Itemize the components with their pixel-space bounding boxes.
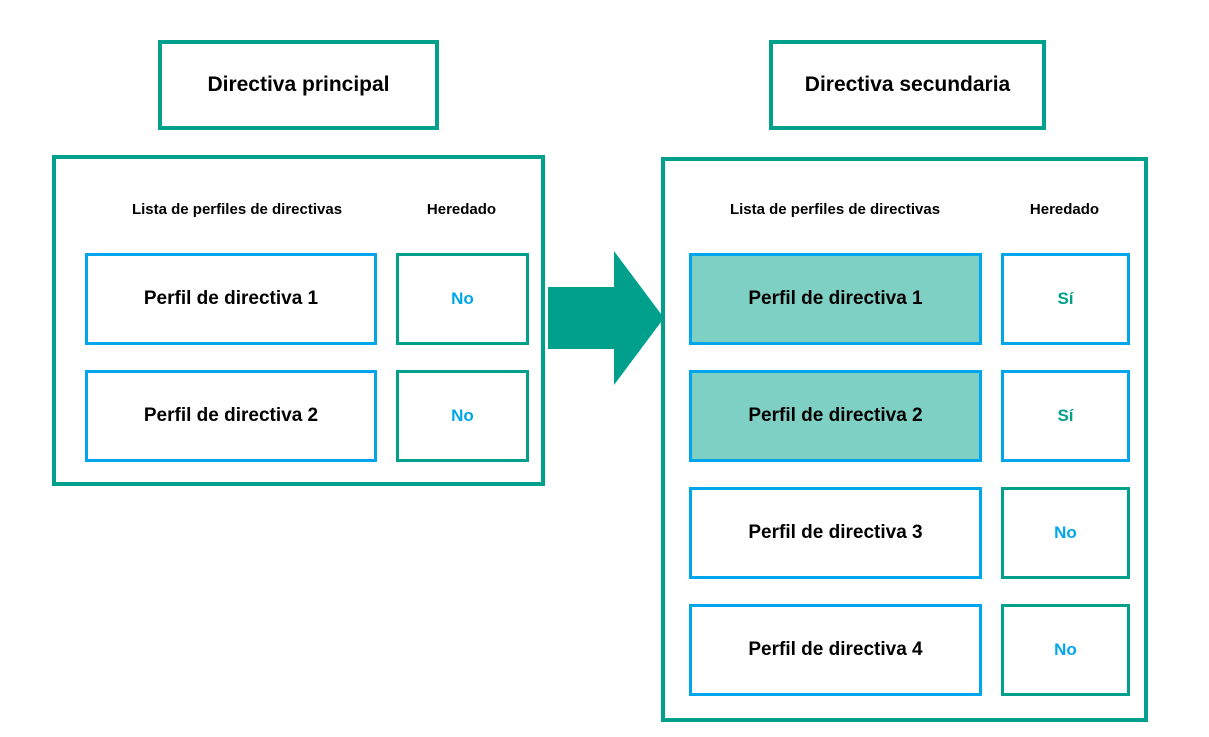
secondary-column-headers: Lista de perfiles de directivas Heredado [665, 201, 1144, 223]
secondary-inherited-label-4: No [1054, 640, 1077, 659]
secondary-profile-box-3[interactable]: Perfil de directiva 3 [689, 487, 982, 579]
primary-column-header-profile-list: Lista de perfiles de directivas [131, 201, 343, 218]
secondary-column-header-profile-list: Lista de perfiles de directivas [729, 201, 941, 218]
secondary-profile-label-4: Perfil de directiva 4 [748, 639, 923, 660]
primary-column-header-inherited: Heredado [426, 201, 497, 218]
secondary-policy-title-text: Directiva secundaria [804, 73, 1011, 96]
secondary-policy-title-box: Directiva secundaria [769, 40, 1046, 130]
primary-inherited-label-2: No [451, 406, 474, 425]
secondary-inherited-label-3: No [1054, 523, 1077, 542]
secondary-inherited-label-1: Sí [1057, 289, 1074, 308]
secondary-inherited-label-2: Sí [1057, 406, 1074, 425]
secondary-inherited-box-3[interactable]: No [1001, 487, 1130, 579]
secondary-inherited-box-1[interactable]: Sí [1001, 253, 1130, 345]
secondary-profile-label-2: Perfil de directiva 2 [748, 405, 923, 426]
primary-inherited-box-2[interactable]: No [396, 370, 529, 462]
primary-inherited-box-1[interactable]: No [396, 253, 529, 345]
primary-profile-box-1[interactable]: Perfil de directiva 1 [85, 253, 377, 345]
primary-column-headers: Lista de perfiles de directivas Heredado [56, 201, 541, 223]
primary-profile-label-1: Perfil de directiva 1 [143, 288, 319, 309]
secondary-profile-box-2[interactable]: Perfil de directiva 2 [689, 370, 982, 462]
primary-profile-box-2[interactable]: Perfil de directiva 2 [85, 370, 377, 462]
secondary-profile-box-4[interactable]: Perfil de directiva 4 [689, 604, 982, 696]
secondary-policy-panel: Lista de perfiles de directivas Heredado… [661, 157, 1148, 722]
primary-policy-panel: Lista de perfiles de directivas Heredado… [52, 155, 545, 486]
secondary-inherited-box-2[interactable]: Sí [1001, 370, 1130, 462]
secondary-profile-box-1[interactable]: Perfil de directiva 1 [689, 253, 982, 345]
primary-policy-title-text: Directiva principal [207, 73, 390, 96]
secondary-profile-label-1: Perfil de directiva 1 [748, 288, 923, 309]
primary-policy-title-box: Directiva principal [158, 40, 439, 130]
primary-profile-label-2: Perfil de directiva 2 [143, 405, 319, 426]
secondary-inherited-box-4[interactable]: No [1001, 604, 1130, 696]
primary-inherited-label-1: No [451, 289, 474, 308]
secondary-column-header-inherited: Heredado [1029, 201, 1100, 218]
secondary-profile-label-3: Perfil de directiva 3 [748, 522, 923, 543]
inheritance-flow-arrow-icon [548, 251, 664, 385]
